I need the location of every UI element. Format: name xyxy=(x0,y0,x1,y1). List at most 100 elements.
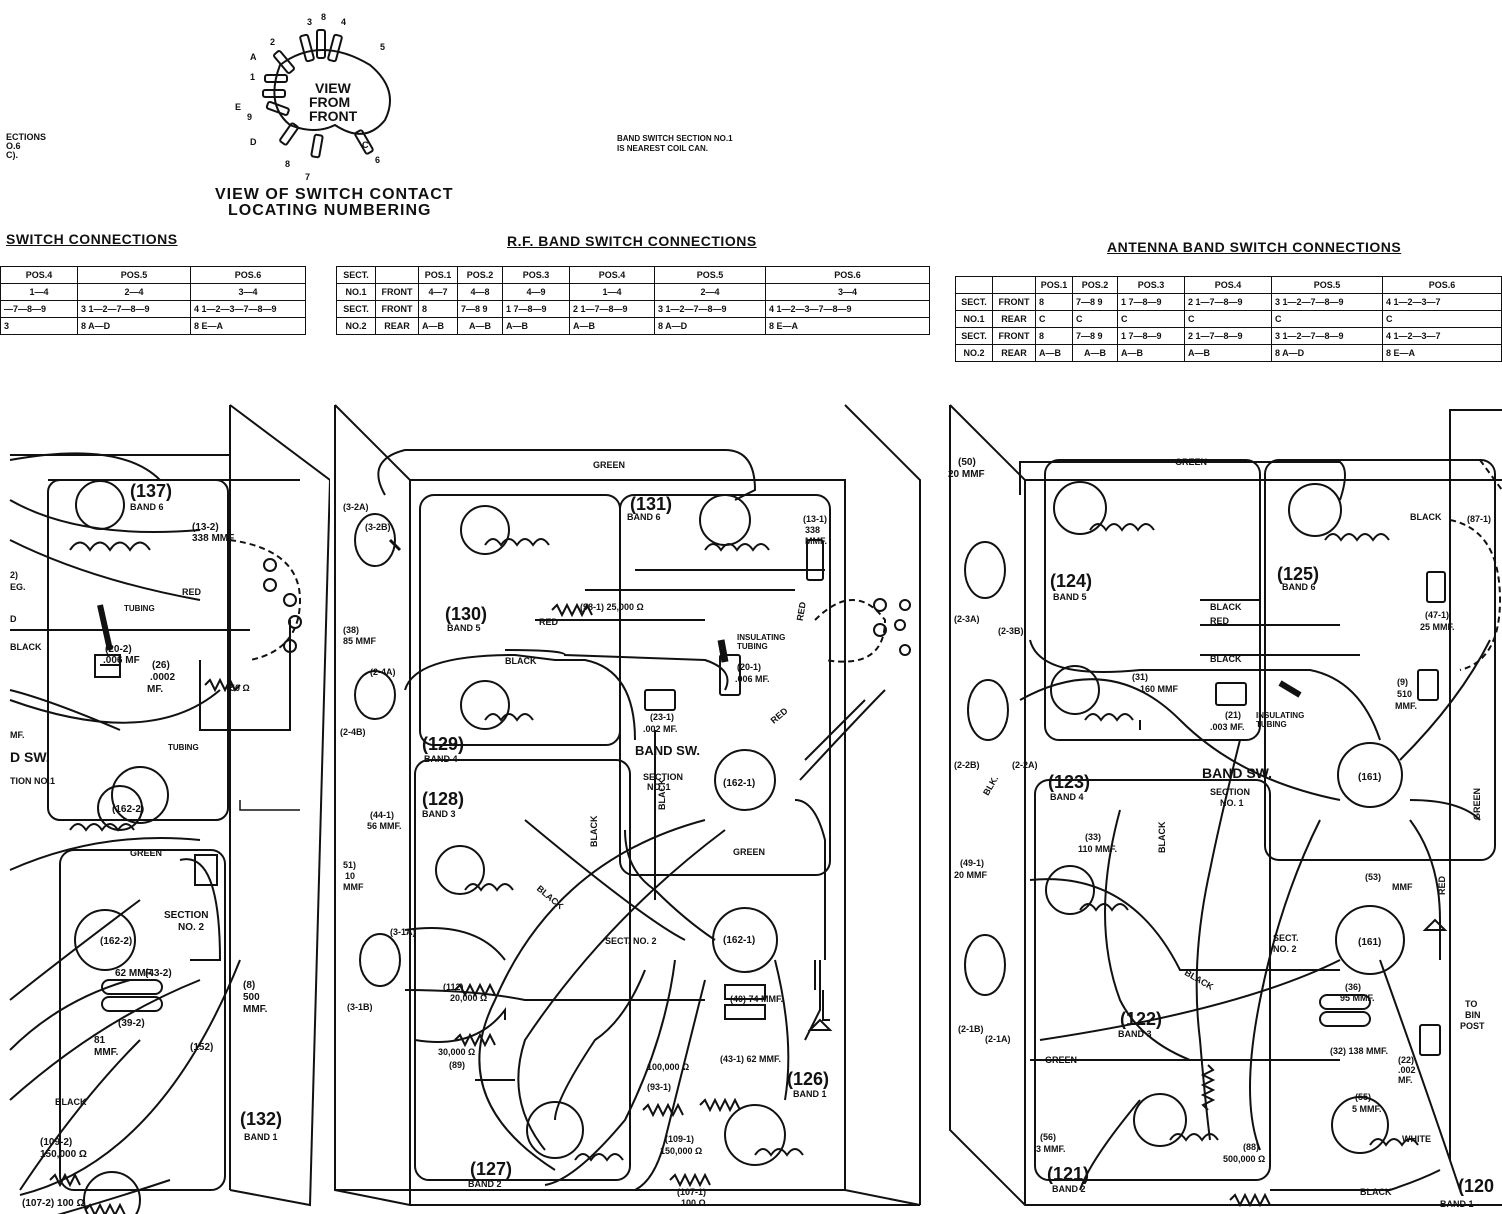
svg-text:TION NO.1: TION NO.1 xyxy=(10,776,55,786)
svg-text:(53): (53) xyxy=(1365,872,1381,882)
svg-text:(43-2): (43-2) xyxy=(145,968,172,979)
svg-text:MF.: MF. xyxy=(10,730,25,740)
svg-text:(43-1) 62 MMF.: (43-1) 62 MMF. xyxy=(720,1054,781,1064)
svg-text:25 MMF.: 25 MMF. xyxy=(1420,622,1455,632)
svg-text:MF.: MF. xyxy=(147,684,163,695)
svg-text:RED: RED xyxy=(1210,616,1230,626)
antenna-wiring-panel: (50) 20 MMF GREEN (124) BAND 5 (125) BAN… xyxy=(948,404,1502,1209)
svg-text:(2-4A): (2-4A) xyxy=(370,667,396,677)
svg-text:50 Ω: 50 Ω xyxy=(230,683,250,693)
svg-text:(3-1A): (3-1A) xyxy=(390,927,416,937)
svg-text:WHITE: WHITE xyxy=(1402,1134,1431,1144)
svg-text:BLK.: BLK. xyxy=(981,774,1000,797)
svg-text:100,000 Ω: 100,000 Ω xyxy=(647,1062,689,1072)
svg-text:(32) 138 MMF.: (32) 138 MMF. xyxy=(1330,1046,1388,1056)
svg-text:(21): (21) xyxy=(1225,710,1241,720)
svg-text:(3-2B): (3-2B) xyxy=(365,522,391,532)
svg-text:(33): (33) xyxy=(1085,832,1101,842)
svg-text:TUBING: TUBING xyxy=(1256,720,1287,729)
svg-text:(107-1): (107-1) xyxy=(677,1187,706,1197)
left-fragment-3: C). xyxy=(6,150,18,160)
svg-text:(152): (152) xyxy=(190,1042,213,1053)
svg-text:BAND 3: BAND 3 xyxy=(1118,1029,1152,1039)
svg-text:(38): (38) xyxy=(343,625,359,635)
svg-text:SECTION: SECTION xyxy=(1210,787,1250,797)
svg-text:BIN: BIN xyxy=(1465,1010,1481,1020)
svg-text:150,000 Ω: 150,000 Ω xyxy=(40,1149,87,1160)
svg-text:RED: RED xyxy=(182,587,202,597)
switch-view-caption-1: VIEW OF SWITCH CONTACT xyxy=(215,186,454,203)
svg-text:(2-3B): (2-3B) xyxy=(998,626,1024,636)
svg-text:(93-1): (93-1) xyxy=(647,1082,671,1092)
switch-num-8: 8 xyxy=(321,12,326,22)
svg-text:(22): (22) xyxy=(1398,1055,1414,1065)
view-label-3: FRONT xyxy=(309,108,358,124)
svg-text:(132): (132) xyxy=(240,1109,282,1129)
rf-table-title: R.F. BAND SWITCH CONNECTIONS xyxy=(507,233,757,249)
svg-text:(3-2A): (3-2A) xyxy=(343,502,369,512)
svg-text:(124): (124) xyxy=(1050,571,1092,591)
svg-text:BAND 1: BAND 1 xyxy=(793,1089,827,1099)
left-fragment-2: O.6 xyxy=(6,141,21,151)
svg-text:(107-2) 100 Ω: (107-2) 100 Ω xyxy=(22,1198,85,1209)
svg-text:BLACK: BLACK xyxy=(505,656,537,666)
svg-text:(55): (55) xyxy=(1355,1092,1371,1102)
svg-text:BLACK: BLACK xyxy=(55,1097,87,1107)
svg-text:20,000 Ω: 20,000 Ω xyxy=(450,993,487,1003)
svg-text:51): 51) xyxy=(343,860,356,870)
svg-text:(161): (161) xyxy=(1358,772,1381,783)
svg-text:(131): (131) xyxy=(630,494,672,514)
svg-text:(128): (128) xyxy=(422,789,464,809)
svg-text:SECTION: SECTION xyxy=(643,772,683,782)
svg-text:BAND 4: BAND 4 xyxy=(1050,792,1084,802)
svg-text:150,000 Ω: 150,000 Ω xyxy=(660,1146,702,1156)
svg-text:RED: RED xyxy=(769,705,790,725)
svg-text:BAND 4: BAND 4 xyxy=(424,754,458,764)
left-coil-137: (137) xyxy=(130,481,172,501)
svg-text:BLACK: BLACK xyxy=(10,642,42,652)
svg-text:GREEN: GREEN xyxy=(733,847,765,857)
svg-text:(162-1): (162-1) xyxy=(723,935,755,946)
svg-text:TUBING: TUBING xyxy=(737,642,768,651)
svg-text:RED: RED xyxy=(1437,875,1447,895)
svg-text:BAND 5: BAND 5 xyxy=(1053,592,1087,602)
svg-text:D SW.: D SW. xyxy=(10,749,50,765)
svg-text:(13-1): (13-1) xyxy=(803,514,827,524)
svg-text:(87-1): (87-1) xyxy=(1467,514,1491,524)
svg-text:BAND 3: BAND 3 xyxy=(422,809,456,819)
antenna-table-title: ANTENNA BAND SWITCH CONNECTIONS xyxy=(1107,239,1402,255)
svg-text:(36): (36) xyxy=(1345,982,1361,992)
rf-switch-table: SECT. POS.1 POS.2 POS.3 POS.4 POS.5 POS.… xyxy=(336,266,930,335)
svg-text:RED: RED xyxy=(539,617,559,627)
switch-view-caption-2: LOCATING NUMBERING xyxy=(228,202,432,219)
svg-text:(162-2): (162-2) xyxy=(100,936,132,947)
svg-text:3 MMF.: 3 MMF. xyxy=(1036,1144,1066,1154)
svg-text:BLACK: BLACK xyxy=(1210,654,1242,664)
switch-num-5: 5 xyxy=(380,42,385,52)
svg-text:BLACK: BLACK xyxy=(1183,967,1216,992)
svg-text:GREEN: GREEN xyxy=(1045,1055,1077,1065)
svg-text:TO: TO xyxy=(1465,999,1477,1009)
svg-text:(88): (88) xyxy=(1243,1142,1259,1152)
svg-text:MMF.: MMF. xyxy=(805,536,827,546)
svg-text:BLACK: BLACK xyxy=(657,778,667,810)
svg-text:INSULATING: INSULATING xyxy=(737,633,785,642)
svg-text:BAND 6: BAND 6 xyxy=(1282,582,1316,592)
svg-text:GREEN: GREEN xyxy=(1175,457,1207,467)
svg-text:BAND SW.: BAND SW. xyxy=(1202,765,1272,781)
svg-text:(129): (129) xyxy=(422,734,464,754)
svg-text:NO. 1: NO. 1 xyxy=(1220,798,1244,808)
svg-text:NO. 2: NO. 2 xyxy=(178,922,205,933)
svg-text:BAND 6: BAND 6 xyxy=(627,512,661,522)
svg-text:(47-1): (47-1) xyxy=(1425,610,1449,620)
svg-text:510: 510 xyxy=(1397,689,1412,699)
svg-text:(127): (127) xyxy=(470,1159,512,1179)
left-band-6: BAND 6 xyxy=(130,502,164,512)
left-fragment-1: ECTIONS xyxy=(6,132,47,142)
svg-text:.003 MF.: .003 MF. xyxy=(1210,722,1245,732)
svg-text:(162-2): (162-2) xyxy=(112,804,144,815)
svg-text:BLACK: BLACK xyxy=(535,883,566,911)
svg-text:.002: .002 xyxy=(1398,1065,1416,1075)
svg-text:(26): (26) xyxy=(152,660,170,671)
svg-text:.002 MF.: .002 MF. xyxy=(643,724,678,734)
